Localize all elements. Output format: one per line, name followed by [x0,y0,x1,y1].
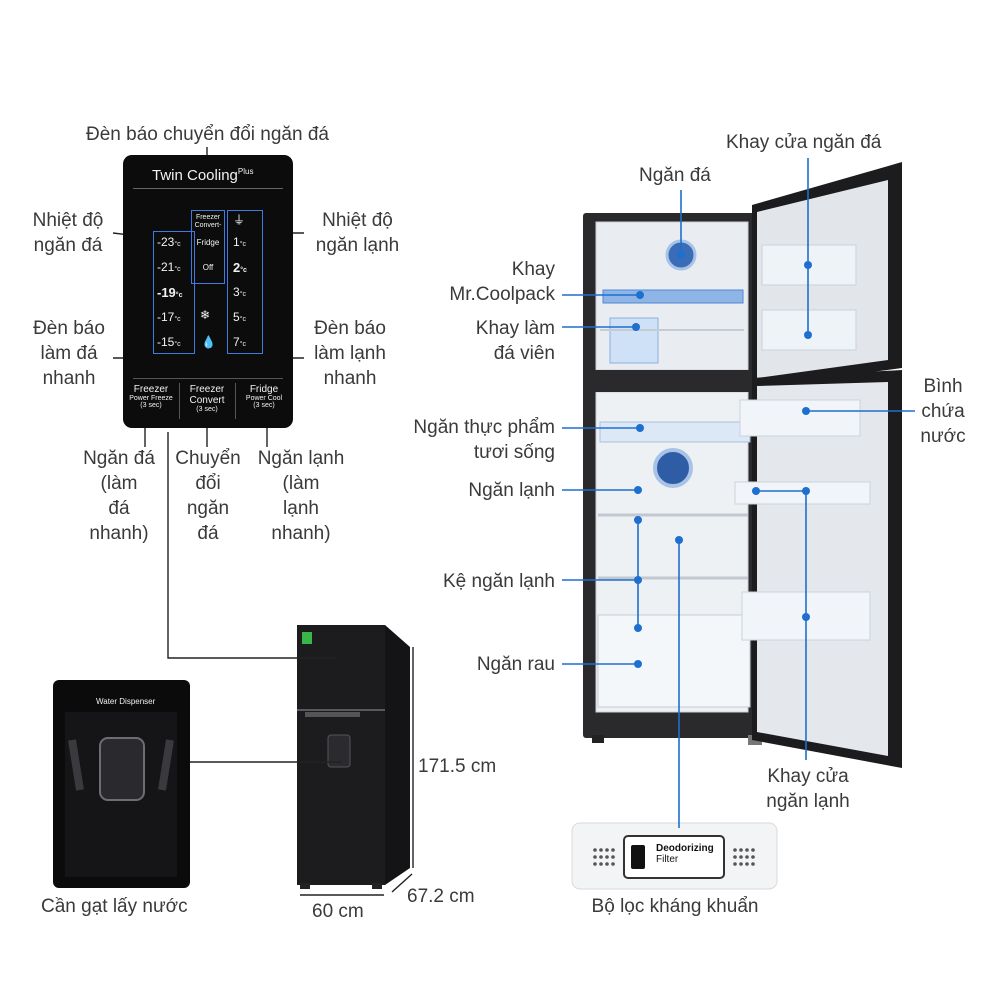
droplet-icon: 💧 [201,335,216,349]
fridge-temp-box [227,210,263,354]
label-width: 60 cm [312,901,364,922]
fridge-temp-1: 2°c [233,260,247,275]
freezer-temp-1: -21°c [157,260,181,274]
label-water-lever: Cần gạt lấy nước [41,896,188,917]
freezer-temp-2: -19°c [157,285,183,300]
freezer-temp-3: -17°c [157,310,181,324]
panel-divider [133,188,283,189]
mode-off: Off [202,263,214,272]
fridge-leaders [562,158,915,828]
fridge-temp-0: 1°c [233,235,246,249]
label-fridge-shelf: Kệ ngăn lạnh [443,571,555,592]
label-height: 171.5 cm [418,756,497,777]
closed-fridge [297,625,410,889]
panel-divider-bottom [133,378,283,379]
open-fridge [583,162,902,768]
fridge-temp-3: 5°c [233,310,246,324]
control-panel: Twin CoolingPlus Freezer Convert- Fridge… [123,155,293,428]
label-filter: Bộ lọc kháng khuẩn [591,896,759,917]
mode-fridge: Fridge [196,238,220,247]
label-ice-convert-indicator: Đèn báo chuyển đổi ngăn đá [86,124,329,145]
panel-sep-1 [179,383,180,419]
fridge-temp-2: 3°c [233,285,246,299]
panel-sep-2 [235,383,236,419]
fridge-temp-4: 7°c [233,335,246,349]
label-depth: 67.2 cm [407,886,475,907]
label-freezer-door-tray: Khay cửa ngăn đá [726,132,882,153]
dispenser-title: Water Dispenser [96,697,156,706]
freezer-convert-button[interactable]: Freezer Convert (3 sec) [189,384,225,413]
dispenser-closeup [53,680,190,888]
freezer-temp-0: -23°c [157,235,181,249]
plug-icon: ⏚ [233,213,246,227]
freezer-temp-box [153,231,195,354]
mode-convert: Freezer Convert- [194,214,222,229]
panel-brand: Twin CoolingPlus [152,167,254,184]
freezer-temp-4: -15°c [157,335,181,349]
mode-box [191,210,225,284]
filter-card-text: Deodorizing Filter [656,843,714,865]
power-freeze-button[interactable]: Freezer Power Freeze (3 sec) [129,384,173,409]
label-vegetable: Ngăn rau [476,654,555,675]
power-cool-button[interactable]: Fridge Power Cool (3 sec) [245,384,283,409]
label-freezer: Ngăn đá [639,165,711,186]
snowflake-icon: ❄ [200,308,211,322]
label-fridge: Ngăn lạnh [468,480,555,501]
